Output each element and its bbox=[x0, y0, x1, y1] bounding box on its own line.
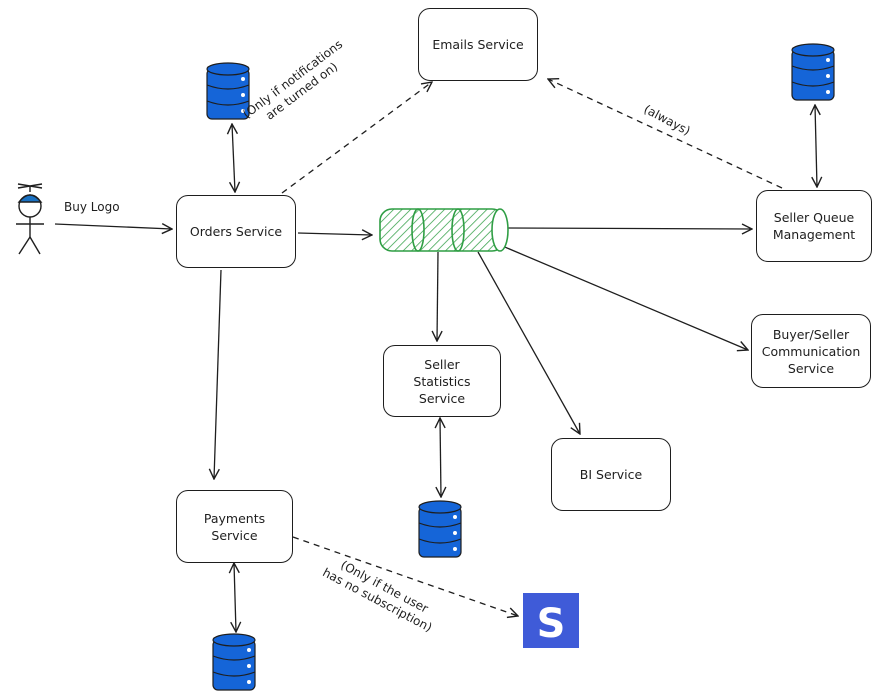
edge-payments-stripe-dashed bbox=[292, 536, 518, 616]
edge-orders-emails-dashed bbox=[281, 82, 432, 194]
database-icon-payments bbox=[212, 633, 256, 691]
edge-queue-sellerstats bbox=[437, 251, 438, 341]
edge-orders-db bbox=[232, 124, 235, 192]
seller-statistics-node: Seller Statistics Service bbox=[383, 345, 501, 417]
buyer-seller-communication-node: Buyer/Seller Communication Service bbox=[751, 314, 871, 388]
edge-orders-queue bbox=[297, 233, 372, 235]
edge-queue-bi bbox=[477, 251, 580, 434]
svg-text:S: S bbox=[537, 601, 566, 647]
edge-sellerqueue-emails-dashed bbox=[548, 79, 783, 189]
database-icon-sellerqueue bbox=[791, 43, 835, 101]
bi-service-node: BI Service bbox=[551, 438, 671, 511]
edge-payments-db bbox=[234, 563, 236, 632]
edge-queue-sellerqueue bbox=[507, 228, 752, 229]
orders-service-node: Orders Service bbox=[176, 195, 296, 268]
message-queue-icon bbox=[379, 208, 509, 252]
database-icon-orders bbox=[206, 62, 250, 120]
user-propeller-hat-icon bbox=[16, 183, 44, 255]
edge-sellerstats-db bbox=[440, 418, 441, 497]
payments-service-node: Payments Service bbox=[176, 490, 293, 563]
edge-label-buy-logo: Buy Logo bbox=[64, 200, 120, 214]
edge-user-orders bbox=[54, 224, 172, 229]
edge-sellerqueue-db bbox=[815, 105, 817, 187]
seller-queue-management-node: Seller Queue Management bbox=[756, 190, 872, 262]
edge-orders-payments bbox=[214, 269, 222, 479]
stripe-s-logo-icon: S bbox=[523, 593, 579, 648]
emails-service-node: Emails Service bbox=[418, 8, 538, 81]
edge-queue-buyerseller bbox=[499, 244, 748, 350]
database-icon-sellerstats bbox=[418, 500, 462, 558]
